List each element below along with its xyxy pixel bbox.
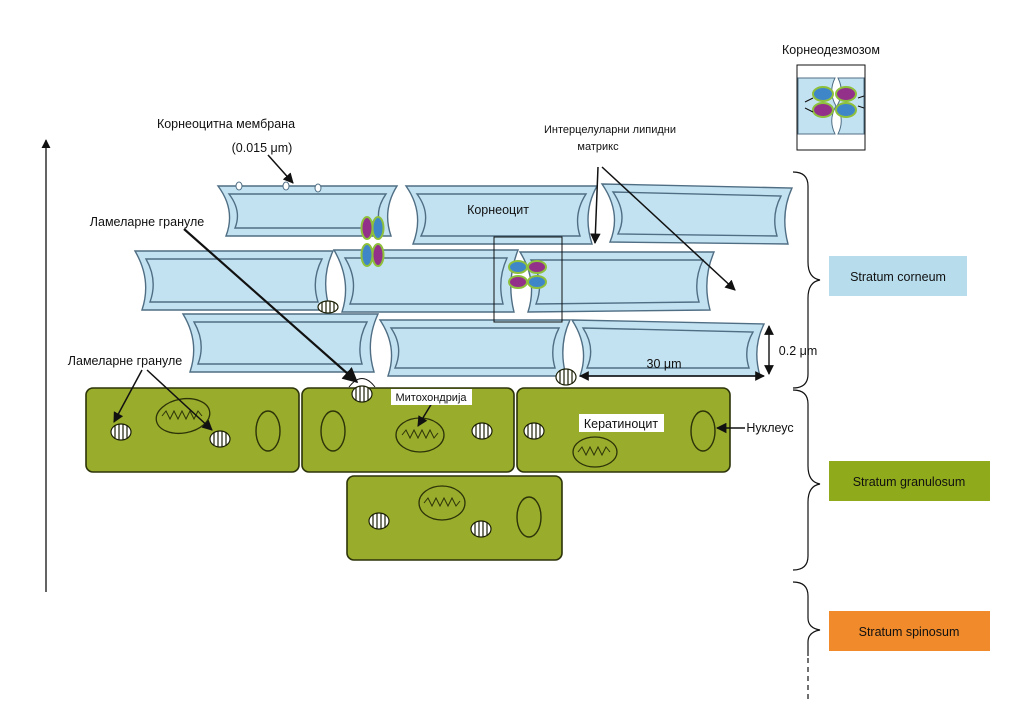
nucleus-group [255,410,716,538]
brace-spinosum [792,581,821,656]
keratinocyte-layer [85,387,731,561]
membrane-thickness-label: (0.015 μm) [232,141,293,155]
granule-fusion-arc [348,378,376,388]
lamellar-granule [351,385,373,403]
mitochondrion [418,485,466,521]
keratinocyte-cell [85,387,300,473]
nucleus-label: Нуклеус [746,421,793,435]
mitochondria-label-bg [391,389,472,405]
membrane-pores [235,181,322,193]
corneodesmosome-cluster [508,260,547,289]
brace-granulosum [792,389,821,571]
brace-corneum [792,171,821,389]
lamellar-granule [368,512,390,530]
layer-name: Stratum spinosum [859,625,960,639]
corneocyte-cell [378,319,572,377]
lipid-matrix-label-line2: матрикс [577,141,619,153]
keratinocyte-label-bg [579,414,664,432]
layer-label-corneum: Stratum corneum [829,256,967,296]
lamellar-granule-group [110,300,577,538]
layer-label-granulosum: Stratum granulosum [829,461,990,501]
lamellar-granules-label-top: Ламеларне грануле [90,215,204,229]
mitochondria-label: Митохондрија [395,392,467,404]
layer-name: Stratum granulosum [853,475,966,489]
lamellar-granule [471,422,493,440]
keratinocyte-cell [301,387,515,473]
cornified-membrane-label: Корнеоцитна мембрана [157,117,295,131]
lamellar-granule [470,520,492,538]
layer-name: Stratum corneum [850,270,946,284]
corneodesmosome-label: Корнеодезмозом [782,43,880,57]
desmosome-highlight-box [493,236,563,323]
thickness-label: 0.2 μm [779,344,817,358]
lamellar-granule [555,368,577,386]
mitochondrion [572,436,618,468]
width-label: 30 μm [647,357,682,371]
layer-label-spinosum: Stratum spinosum [829,611,990,651]
lamellar-granule [110,423,132,441]
keratinocyte-label: Кератиноцит [584,417,659,431]
corneocyte-layer [133,183,794,377]
lipid-matrix-label-line1: Интерцелуларни липидни [544,124,676,136]
corneocyte-cell [133,250,335,311]
mitochondria-group [155,397,618,521]
corneocyte-cell [600,183,794,245]
lamellar-granule [209,430,231,448]
lamellar-granule [317,300,339,314]
leader-lines [113,154,745,434]
corneocyte-cell [181,313,380,373]
lamellar-granules-label-left: Ламеларне грануле [68,354,182,368]
lamellar-granule [523,422,545,440]
corneodesmosome-cluster [360,216,385,267]
corneocyte-label: Корнеоцит [467,203,529,217]
mitochondrion [155,397,211,435]
corneocyte-cell [518,251,716,313]
layer-braces [792,171,821,700]
corneodesmosome-inset [796,64,866,151]
